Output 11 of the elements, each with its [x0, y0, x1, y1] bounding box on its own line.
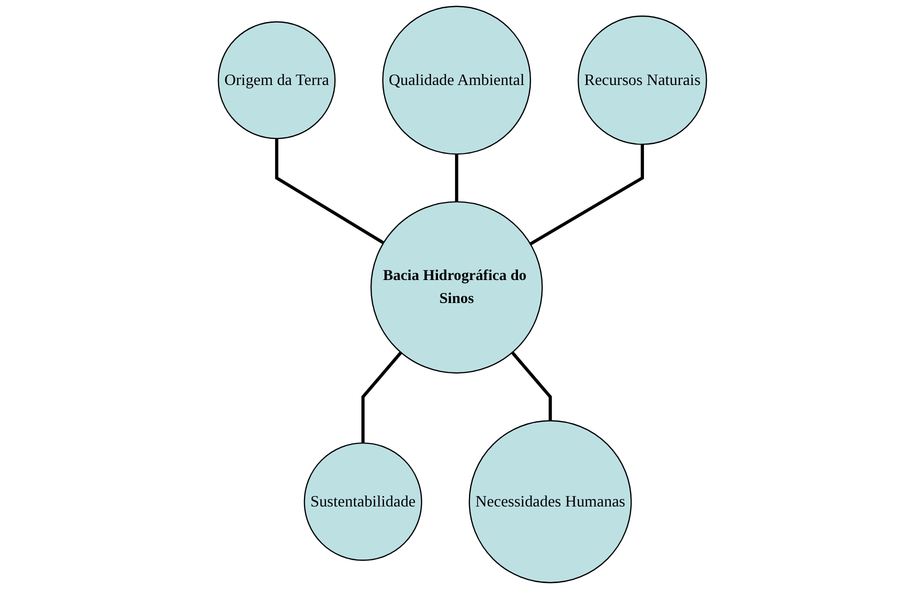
connector	[529, 144, 644, 246]
connector	[360, 351, 402, 444]
connector	[274, 138, 384, 244]
node-circle: Origem da Terra	[217, 21, 336, 140]
connector	[510, 351, 552, 421]
node-circle: Recursos Naturais	[577, 16, 707, 145]
node-circle: Bacia Hidrográfica do Sinos	[370, 201, 542, 374]
node-circle: Qualidade Ambiental	[382, 6, 531, 155]
connector	[454, 154, 458, 202]
node-circle: Sustentabilidade	[303, 442, 422, 561]
node-circle: Necessidades Humanas	[468, 420, 632, 584]
